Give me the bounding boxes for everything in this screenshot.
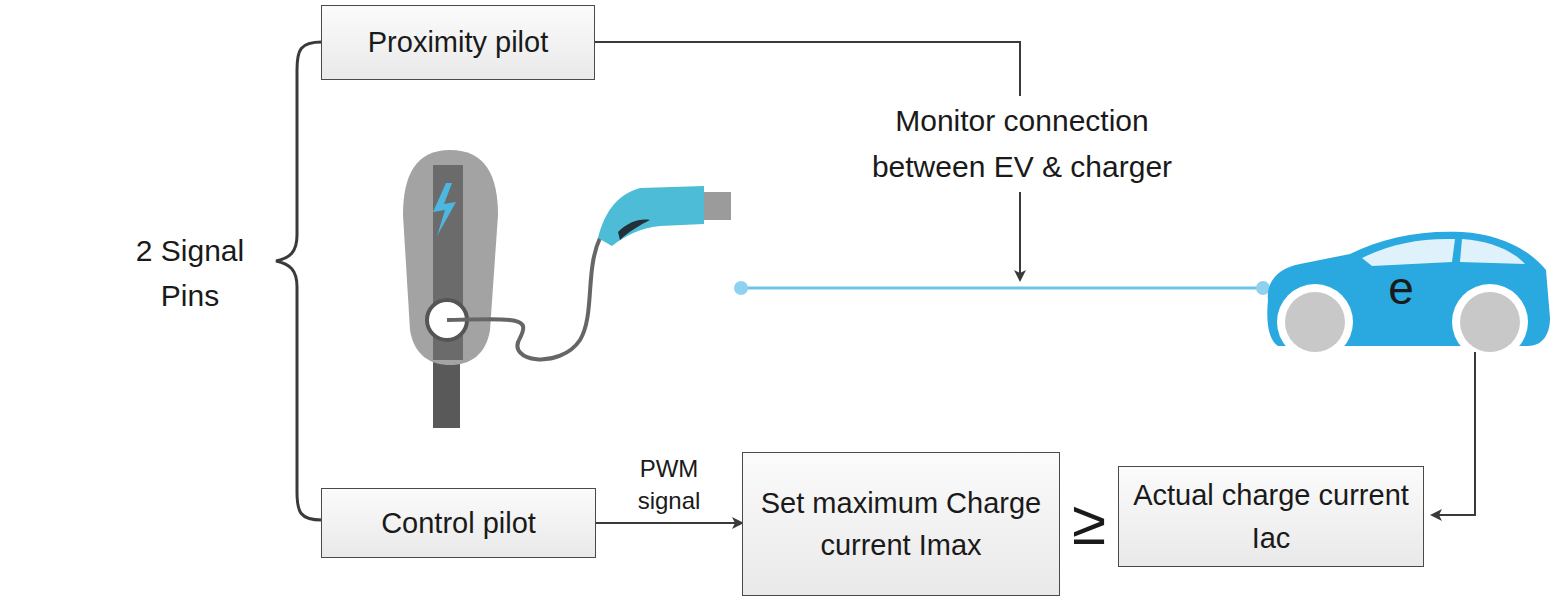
signal-arrow	[596, 522, 742, 524]
connection-line	[734, 281, 1270, 295]
charger-station	[403, 150, 600, 428]
process-box: Actual charge current Iac	[1118, 466, 1424, 567]
car-logo: e	[1375, 262, 1427, 314]
edge-label: PWM signal	[624, 453, 714, 517]
charging-plug	[598, 186, 731, 246]
measurement-arrow	[1432, 352, 1475, 515]
signal-box: Control pilot	[321, 488, 596, 558]
process-box: Set maximum Charge current Imax	[742, 452, 1060, 596]
box-text: Actual charge current Iac	[1133, 474, 1409, 558]
bracket-label: 2 Signal Pins	[115, 228, 265, 318]
signal-box: Proximity pilot	[321, 5, 595, 80]
bracket	[276, 42, 322, 520]
box-text: Proximity pilot	[368, 21, 549, 63]
leader-label: Monitor connection between EV & charger	[837, 96, 1207, 192]
box-text: Set maximum Charge current Imax	[757, 482, 1045, 566]
box-text: Control pilot	[381, 502, 536, 544]
electric-car	[1267, 232, 1550, 360]
comparison-symbol: ≥	[1060, 488, 1118, 558]
